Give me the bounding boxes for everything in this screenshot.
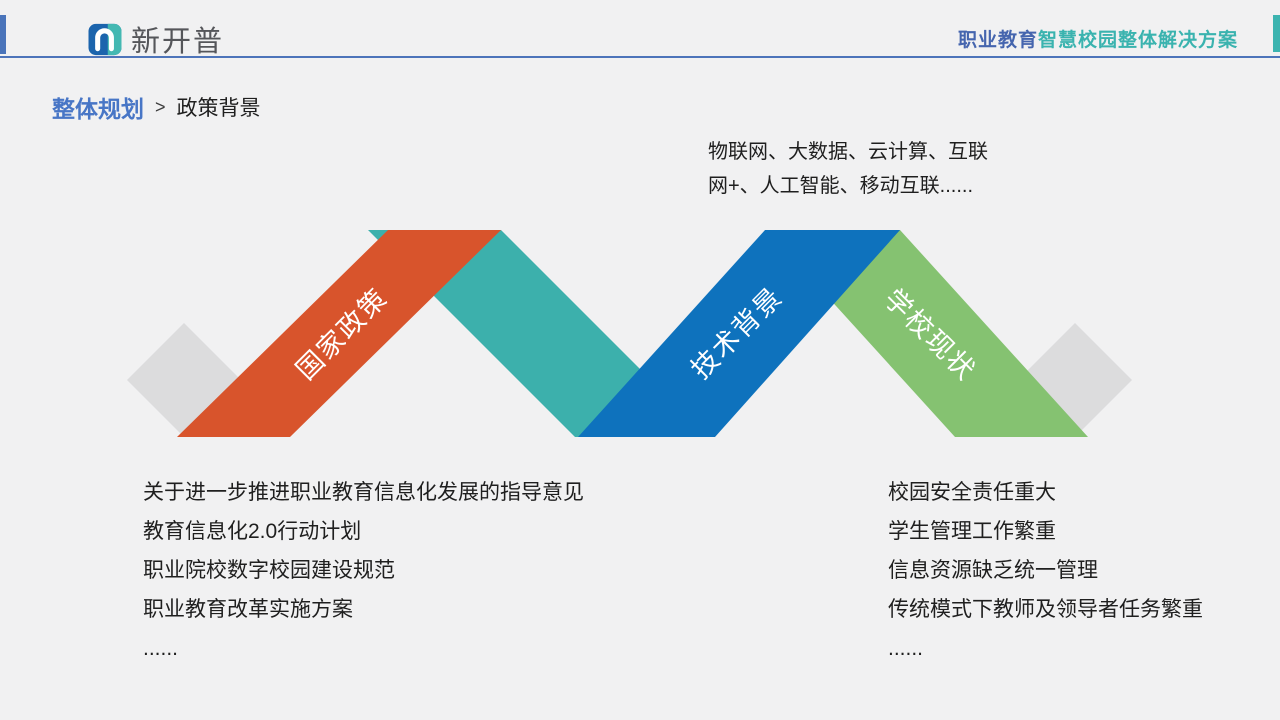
header-right-accent-bar [1273, 15, 1280, 52]
technology-note: 物联网、大数据、云计算、互联 网+、人工智能、移动互联...... [708, 135, 988, 203]
policy-item: 职业院校数字校园建设规范 [143, 559, 395, 582]
policy-item: 教育信息化2.0行动计划 [143, 520, 362, 543]
header-title: 职业教育智慧校园整体解决方案 [958, 25, 1238, 52]
slide-header: 新开普 职业教育智慧校园整体解决方案 [0, 0, 1280, 58]
newcapec-logo-icon [88, 23, 122, 55]
orange-ribbon [177, 230, 501, 437]
header-left-accent-bar [0, 15, 6, 54]
technology-note-line: 网+、人工智能、移动互联...... [708, 175, 974, 197]
breadcrumb-separator: > [155, 96, 166, 117]
logo: 新开普 [88, 18, 224, 60]
policy-item: 关于进一步推进职业教育信息化发展的指导意见 [143, 481, 584, 504]
policy-item-ellipsis: ...... [143, 637, 179, 660]
policy-item: 职业教育改革实施方案 [143, 598, 353, 621]
breadcrumb: 整体规划 > 政策背景 [52, 90, 261, 124]
school-status-item: 信息资源缺乏统一管理 [888, 559, 1098, 582]
school-status-list: 校园安全责任重大 学生管理工作繁重 信息资源缺乏统一管理 传统模式下教师及领导者… [888, 473, 1203, 668]
header-title-blue: 职业教育 [957, 30, 1038, 51]
blue-ribbon [578, 230, 900, 437]
school-status-item: 校园安全责任重大 [888, 481, 1056, 504]
technology-note-line: 物联网、大数据、云计算、互联 [708, 141, 988, 163]
logo-text: 新开普 [131, 26, 225, 58]
teal-ribbon [368, 230, 708, 437]
policy-list: 关于进一步推进职业教育信息化发展的指导意见 教育信息化2.0行动计划 职业院校数… [143, 473, 584, 668]
school-status-item: 传统模式下教师及领导者任务繁重 [888, 598, 1203, 621]
breadcrumb-page: 政策背景 [176, 97, 261, 120]
breadcrumb-section: 整体规划 [52, 96, 144, 122]
school-status-item-ellipsis: ...... [888, 637, 924, 660]
header-title-teal: 智慧校园整体解决方案 [1037, 30, 1238, 51]
school-status-item: 学生管理工作繁重 [888, 520, 1056, 543]
